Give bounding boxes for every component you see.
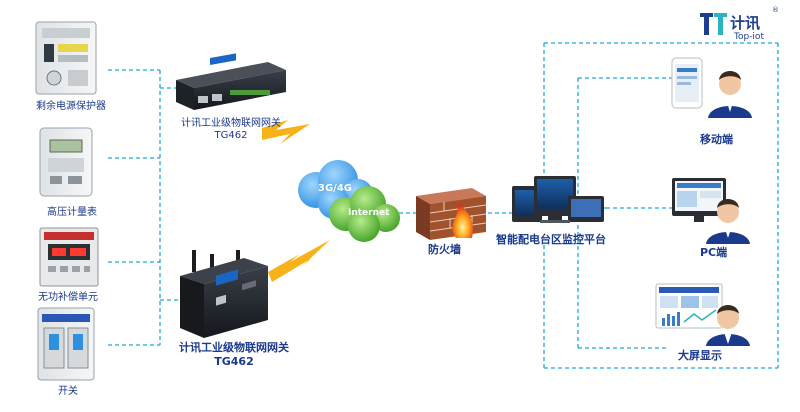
cloud-cellular-label: 3G/4G — [318, 183, 352, 194]
gateway-bottom-label-name: 计讯工业级物联网网关 — [179, 341, 289, 354]
gateway-top-label-name: 计讯工业级物联网网关 — [181, 118, 281, 129]
brand-registered-mark: ® — [772, 6, 779, 14]
firewall-icon — [416, 188, 487, 240]
device-label-switch: 开关 — [58, 386, 78, 397]
device-label-meter: 高压计量表 — [47, 207, 97, 218]
platform-monitors-icon — [512, 176, 604, 223]
big-screen-user-icon — [655, 283, 750, 346]
pc-user-icon — [672, 178, 750, 244]
mobile-user-icon — [671, 57, 752, 118]
brand-logo — [700, 13, 727, 35]
brand-name-cn: 计讯 — [730, 14, 761, 32]
gateway-bottom-label: 计讯工业级物联网网关 TG462 — [172, 341, 296, 369]
wireless-signal-top-icon — [262, 120, 310, 144]
switch-icon — [37, 307, 95, 381]
brand-name-en: Top-iot — [734, 32, 764, 42]
device-label-compensator: 无功补偿单元 — [38, 292, 98, 303]
residual-current-device-icon — [35, 21, 97, 95]
wireless-gateway-icon — [180, 250, 268, 338]
cloud-internet-icon — [329, 186, 400, 242]
gateway-icon — [176, 53, 286, 110]
wireless-signal-bottom-icon — [268, 240, 330, 282]
client-label-pc: PC端 — [700, 246, 728, 259]
gateway-top-label: 计讯工业级物联网网关 TG462 — [176, 118, 286, 142]
gateway-bottom-label-model: TG462 — [214, 355, 254, 368]
firewall-label: 防火墙 — [428, 243, 461, 256]
client-label-mobile: 移动端 — [700, 133, 733, 146]
client-label-bigscreen: 大屏显示 — [678, 349, 722, 362]
meter-icon — [39, 127, 93, 197]
platform-label: 智能配电台区监控平台 — [496, 233, 606, 246]
gateway-top-label-model: TG462 — [214, 130, 248, 141]
compensator-icon — [39, 227, 99, 287]
cloud-internet-label: Internet — [348, 208, 390, 218]
device-label-rcd: 剩余电源保护器 — [36, 101, 106, 112]
